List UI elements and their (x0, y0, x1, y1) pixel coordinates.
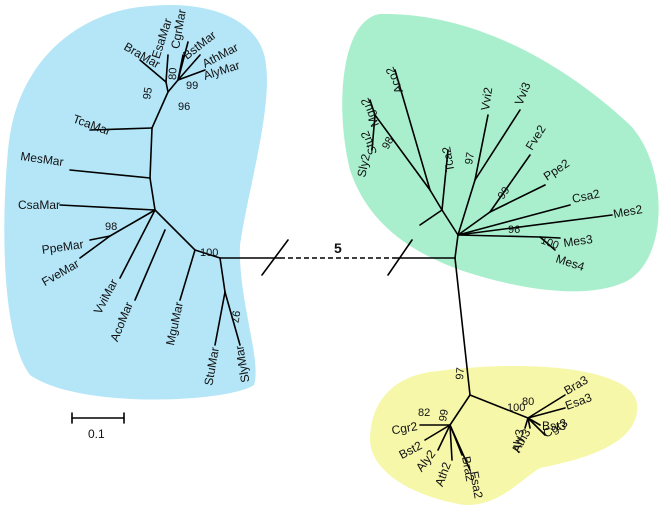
scale-bar-label: 0.1 (88, 427, 105, 441)
taxon-csa-mar: CsaMar (18, 198, 60, 212)
bootstrap-95: 95 (141, 86, 155, 100)
taxon-esa2: Esa2 (467, 470, 486, 500)
taxon-bst3: Bst3 (542, 419, 566, 433)
taxon-tca2: Tca2 (439, 145, 457, 173)
taxon-mes3: Mes3 (562, 232, 593, 250)
green-clade-branches (369, 69, 613, 259)
taxon-vvi2: Vvi2 (478, 86, 495, 111)
bootstrap-99-blue: 99 (186, 80, 198, 92)
bootstrap-99-green: 99 (496, 185, 513, 202)
taxon-aly3: Aly3 (509, 428, 527, 454)
bootstrap-98-blue: 98 (105, 221, 117, 233)
bootstrap-values: 80 99 95 96 98 100 97 98 97 99 96 100 97… (105, 67, 560, 422)
taxon-mes-mar: MesMar (20, 149, 65, 169)
bootstrap-82: 82 (418, 407, 430, 419)
taxon-sly2: Sly2 (354, 152, 373, 178)
taxon-ppe-mar: PpeMar (41, 237, 85, 257)
bootstrap-80-blue: 80 (167, 67, 179, 80)
taxon-mes2: Mes2 (612, 202, 644, 221)
bootstrap-97-blue: 97 (228, 309, 242, 323)
taxon-sly-mar: SlyMar (232, 344, 252, 383)
bootstrap-96: 96 (178, 101, 190, 113)
bootstrap-97-green: 97 (463, 151, 477, 165)
bootstrap-98-green: 98 (380, 135, 396, 151)
long-branch (261, 239, 456, 276)
taxon-cgr-mar: CgrMar (168, 8, 189, 50)
bootstrap-100-blue: 100 (200, 247, 218, 259)
taxon-csa2: Csa2 (571, 186, 602, 206)
bootstrap-96-green: 96 (508, 224, 520, 236)
bootstrap-80-yellow: 80 (522, 396, 534, 408)
bootstrap-100-yellow: 100 (507, 402, 525, 414)
blue-clade-branches (59, 41, 281, 346)
bootstrap-100-green: 100 (539, 235, 560, 253)
taxon-cgr2: Cgr2 (390, 419, 418, 437)
bootstrap-97-yellow: 97 (454, 367, 467, 380)
clade-yellow-region (370, 365, 638, 506)
clade-blue-region (4, 4, 267, 400)
taxon-bra2: Bra2 (459, 455, 477, 483)
long-branch-label: 5 (334, 240, 342, 256)
bootstrap-99-yellow: 99 (437, 408, 451, 422)
clade-green-region (342, 13, 659, 292)
taxon-stu-mar: StuMar (201, 346, 222, 387)
scale-bar (71, 412, 125, 424)
yellow-clade-branches (419, 257, 566, 471)
